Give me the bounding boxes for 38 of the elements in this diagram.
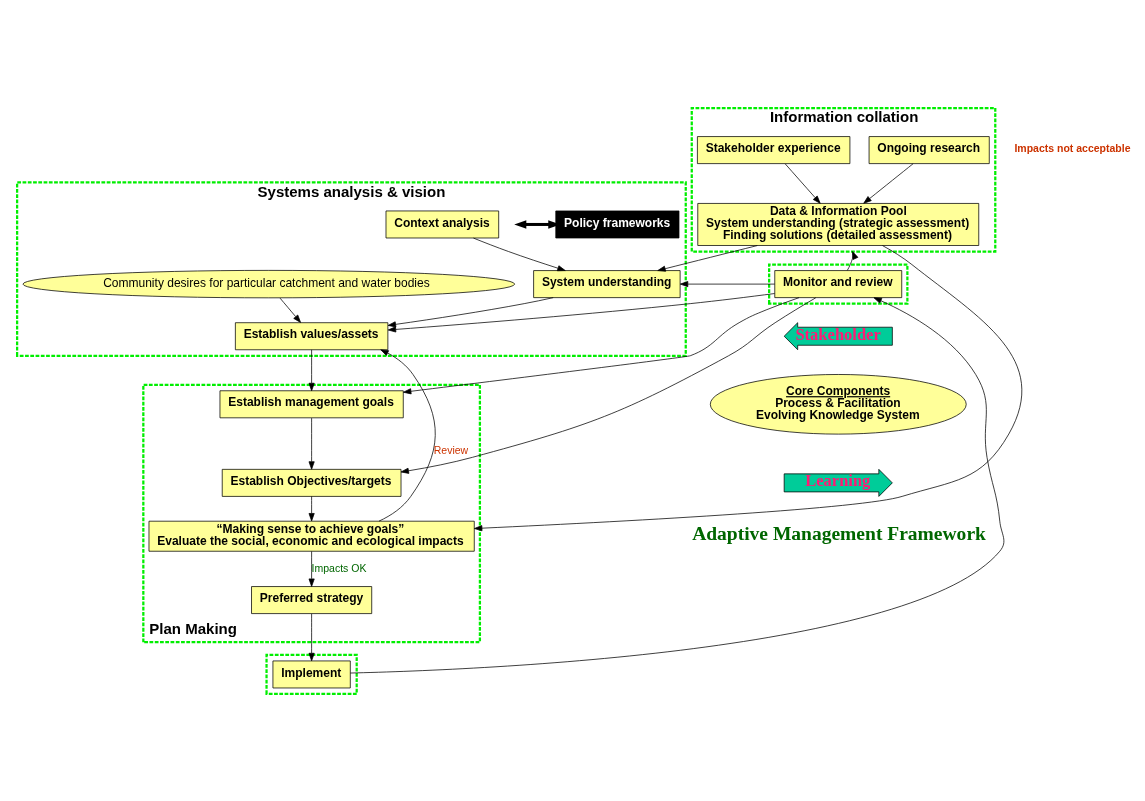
arrow [400, 296, 817, 474]
node-box: Monitor and review [774, 269, 903, 298]
arrow [679, 280, 776, 287]
node-box: Ongoing research [868, 135, 990, 164]
arrow [784, 163, 821, 204]
label: Impacts not acceptable [1014, 141, 1131, 154]
arrow [308, 348, 315, 391]
node-ellipse: Community desires for particular catchment and water bodies [22, 269, 516, 298]
node-ellipse: Core Components Process & Facilitation Evolving Knowledge System [709, 373, 967, 434]
label: Adaptive Management Framework [692, 522, 986, 544]
arrow [308, 495, 315, 521]
edge-label: Review [433, 443, 469, 456]
arrow [378, 348, 436, 521]
arrow [473, 237, 566, 271]
edge-label: Impacts OK [311, 561, 367, 574]
arrow [387, 296, 554, 327]
node-box: Implement [272, 660, 351, 688]
node-box: Establish management goals [219, 389, 404, 418]
node-box: Establish Objectives/targets [221, 468, 402, 497]
node-box: Preferred strategy [251, 585, 373, 614]
arrow [863, 162, 914, 204]
arrow [308, 550, 315, 587]
node-box: Context analysis [385, 210, 500, 238]
arrow [474, 244, 1022, 531]
arrow [387, 292, 775, 332]
node-box: Stakeholder experience [697, 135, 851, 164]
node-box: Data & Information Pool System understanding (strategic assessment) Finding solutions (detailed assessment) [697, 202, 980, 246]
node-box: Establish values/assets [235, 321, 389, 350]
arrow [657, 244, 758, 272]
node-box: Policy frameworks [555, 210, 680, 238]
arrow [403, 296, 800, 394]
arrow [279, 297, 301, 323]
arrow [308, 612, 315, 661]
node-box: System understanding [533, 269, 681, 298]
arrow [350, 296, 1005, 673]
arrow [846, 250, 859, 271]
node-box: “Making sense to achieve goals” Evaluate the social, economic and ecological impacts [148, 520, 475, 552]
arrow [308, 417, 315, 470]
